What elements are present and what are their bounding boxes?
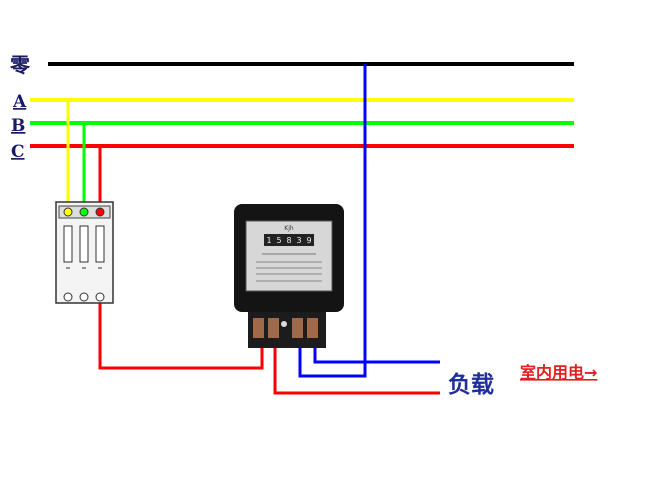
- phase-b-label: B: [11, 116, 25, 136]
- meter-digit: 1: [266, 236, 271, 245]
- electric-meter: Kjh 1 5 8 3 9: [234, 204, 344, 348]
- phase-a-label: A: [12, 92, 27, 112]
- circuit-breaker: [55, 201, 114, 304]
- meter-digit: 9: [306, 236, 311, 245]
- neutral-blue-drop: [298, 64, 367, 378]
- meter-counter: 1 5 8 3 9: [264, 234, 314, 246]
- neutral-label: 零: [9, 53, 31, 77]
- phase-c-label: C: [11, 142, 25, 162]
- meter-digit: 5: [276, 236, 281, 245]
- load-neutral-wire: [313, 332, 440, 364]
- indoor-power-label: 室内用电→: [520, 363, 597, 382]
- phase-feed-wire: [98, 302, 264, 370]
- meter-digit: 3: [296, 236, 301, 245]
- load-live-wire: [273, 332, 440, 395]
- meter-brand: Kjh: [284, 225, 294, 232]
- load-label: 负载: [448, 372, 494, 398]
- meter-digit: 8: [286, 236, 291, 245]
